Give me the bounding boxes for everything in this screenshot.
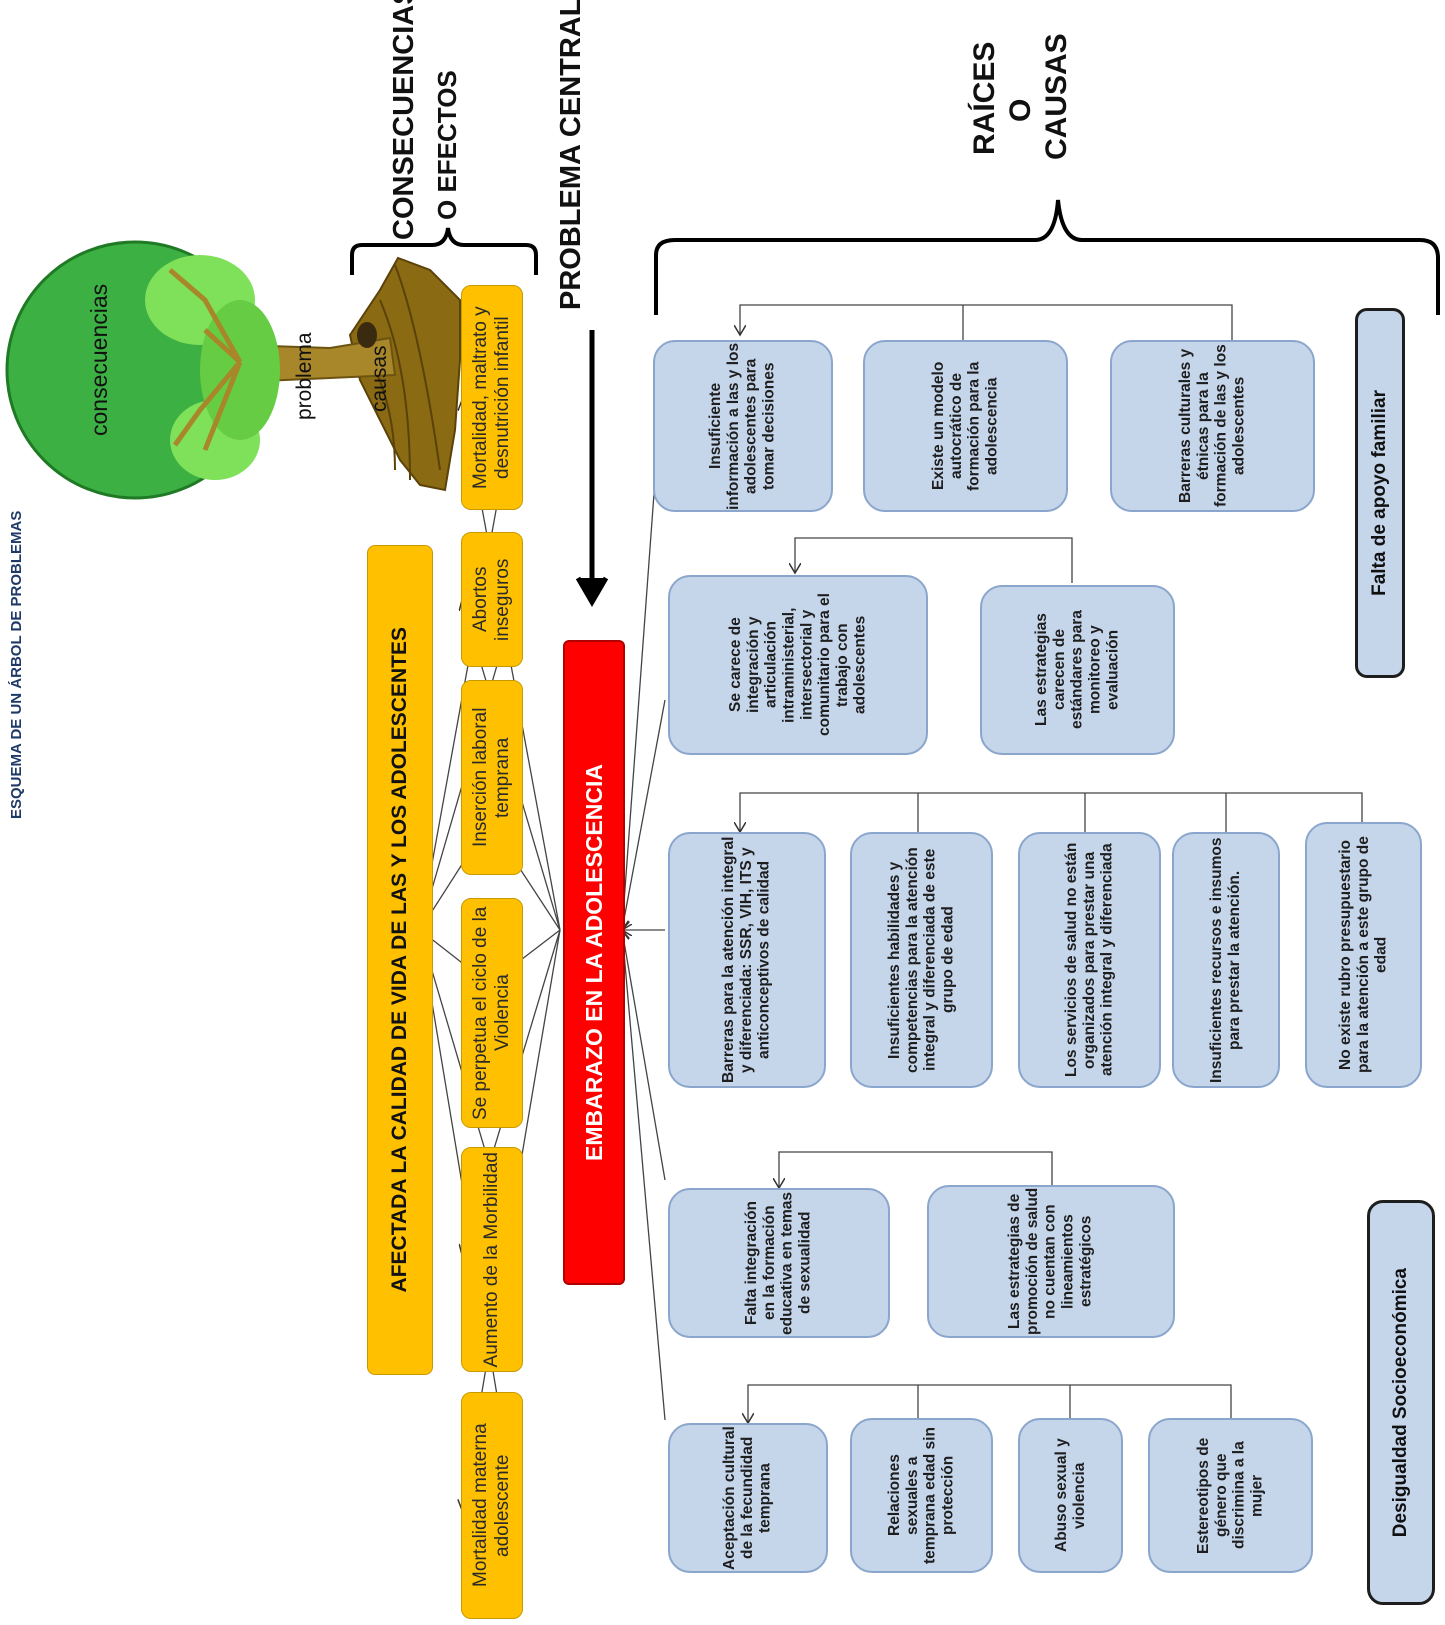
cause-text: Las estrategias carecen de estándares pa…: [1032, 610, 1122, 730]
tree-label-consequences: consecuencias: [86, 283, 112, 437]
cause-box: Aceptación cultural de la fecundidad tem…: [668, 1423, 828, 1573]
effect-text: Mortalidad materna adolescente: [470, 1423, 513, 1588]
cause-box: Existe un modelo autocrático de formació…: [863, 340, 1068, 512]
roots-heading-line1: RAÍCES: [968, 41, 1001, 155]
cause-box: No existe rubro presupuestario para la a…: [1305, 822, 1422, 1088]
cause-box: Barreras para la atención integral y dif…: [668, 832, 826, 1088]
central-problem-heading: PROBLEMA CENTRAL: [555, 0, 587, 310]
cause-text: Abuso sexual y violencia: [1052, 1438, 1088, 1553]
cause-text: Los servicios de salud no están organiza…: [1062, 842, 1116, 1078]
roots-heading-line3: CAUSAS: [1040, 33, 1073, 160]
cause-text: Relaciones sexuales a temprana edad sin …: [885, 1427, 957, 1564]
effect-box: Se perpetua el ciclo de la Violencia: [461, 898, 523, 1128]
effect-text: Abortos inseguros: [470, 558, 513, 641]
central-problem-text: EMBARAZO EN LA ADOLESCENCIA: [580, 764, 607, 1161]
cause-text: Aceptación cultural de la fecundidad tem…: [721, 1426, 774, 1570]
root-cause-box: Desigualdad Socioeconómica: [1367, 1200, 1435, 1605]
root-cause-text: Desigualdad Socioeconómica: [1390, 1267, 1412, 1538]
central-problem-box: EMBARAZO EN LA ADOLESCENCIA: [563, 640, 625, 1285]
effect-box: Abortos inseguros: [461, 532, 523, 667]
tree-label-causes: causas: [368, 345, 391, 412]
cause-text: Se carece de integración y articulación …: [726, 593, 869, 737]
cause-text: No existe rubro presupuestario para la a…: [1336, 836, 1390, 1074]
effect-text: Aumento de la Morbilidad: [481, 1151, 503, 1368]
effect-box: Mortalidad, maltrato y desnutrición infa…: [461, 285, 523, 510]
effect-box: Aumento de la Morbilidad: [461, 1147, 523, 1372]
cause-box: Relaciones sexuales a temprana edad sin …: [850, 1418, 993, 1573]
cause-text: Insuficientes habilidades y competencias…: [885, 847, 957, 1073]
cause-box: Estereotipos de género que discrimina a …: [1148, 1418, 1313, 1573]
effect-text: Se perpetua el ciclo de la Violencia: [470, 906, 513, 1120]
cause-box: Falta integración en la formación educat…: [668, 1188, 890, 1338]
cause-box: Insuficientes recursos e insumos para pr…: [1172, 832, 1280, 1088]
effect-text: Mortalidad, maltrato y desnutrición infa…: [470, 306, 513, 489]
effect-text: Inserción laboral temprana: [470, 707, 513, 848]
cause-text: Barreras para la atención integral y dif…: [720, 836, 773, 1084]
cause-text: Las estrategias de promoción de salud no…: [1006, 1187, 1095, 1336]
cause-box: Las estrategias carecen de estándares pa…: [980, 585, 1175, 755]
tree-label-problem: problema: [293, 332, 316, 420]
cause-text: Barreras culturales y étnicas para la fo…: [1176, 344, 1248, 508]
roots-heading-line2: O: [1004, 98, 1037, 122]
cause-box: Barreras culturales y étnicas para la fo…: [1110, 340, 1315, 512]
cause-box: Insuficientes habilidades y competencias…: [850, 832, 993, 1088]
effects-heading-line2: O EFECTOS: [432, 70, 462, 220]
cause-box: Se carece de integración y articulación …: [668, 575, 928, 755]
root-cause-text: Falta de apoyo familiar: [1369, 390, 1391, 596]
cause-text: Existe un modelo autocrático de formació…: [929, 361, 1001, 491]
effect-box: Mortalidad materna adolescente: [461, 1392, 523, 1619]
cause-box: Abuso sexual y violencia: [1018, 1418, 1123, 1573]
cause-text: Insuficientes recursos e insumos para pr…: [1208, 837, 1243, 1083]
root-cause-box: Falta de apoyo familiar: [1355, 308, 1405, 678]
cause-box: Los servicios de salud no están organiza…: [1018, 832, 1161, 1088]
cause-box: Insuficiente información a las y los ado…: [653, 340, 833, 512]
cause-text: Insuficiente información a las y los ado…: [707, 342, 778, 510]
main-effect-box: AFECTADA LA CALIDAD DE VIDA DE LAS Y LOS…: [367, 545, 433, 1375]
cause-text: Estereotipos de género que discrimina a …: [1194, 1437, 1266, 1554]
effect-box: Inserción laboral temprana: [461, 680, 523, 875]
effects-heading-line1: CONSECUENCIAS: [388, 0, 420, 240]
page-title: ESQUEMA DE UN ÁRBOL DE PROBLEMAS: [8, 510, 25, 820]
cause-text: Falta integración en la formación educat…: [743, 1191, 814, 1335]
main-effect-text: AFECTADA LA CALIDAD DE VIDA DE LAS Y LOS…: [387, 627, 411, 1293]
cause-box: Las estrategias de promoción de salud no…: [927, 1185, 1175, 1338]
